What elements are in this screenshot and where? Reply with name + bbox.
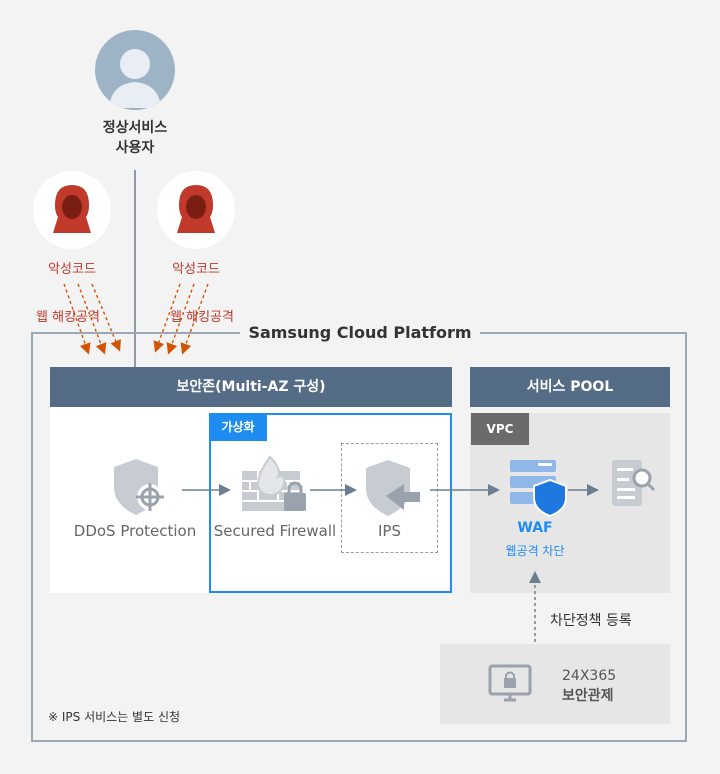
footnote: ※ IPS 서비스는 별도 신청 bbox=[48, 710, 181, 724]
attack-line bbox=[166, 283, 195, 355]
service-pool-header: 서비스 POOL bbox=[470, 367, 670, 407]
web-hacking-label: 웹 해킹공격 bbox=[170, 310, 234, 325]
platform-title: Samsung Cloud Platform bbox=[240, 320, 480, 346]
service-search-icon bbox=[606, 458, 656, 512]
attack-line bbox=[180, 283, 209, 355]
firewall-label: Secured Firewall bbox=[213, 522, 337, 540]
ips-label: IPS bbox=[378, 522, 401, 540]
waf-sub-label: 웹공격 차단 bbox=[505, 544, 565, 558]
waf-icon bbox=[508, 458, 568, 518]
attacker-avatar bbox=[33, 171, 111, 249]
monitoring-box bbox=[440, 644, 670, 724]
user-label-line2: 사용자 bbox=[115, 140, 155, 156]
waf-label: WAF bbox=[517, 520, 553, 536]
ddos-shield-icon bbox=[104, 455, 168, 519]
attacker-avatar bbox=[157, 171, 235, 249]
policy-label: 차단정책 등록 bbox=[550, 613, 632, 629]
monitoring-label-line2: 보안관제 bbox=[562, 688, 614, 704]
ips-dashed-box bbox=[341, 443, 438, 553]
hacker-icon bbox=[53, 185, 91, 233]
ips-shield-icon bbox=[360, 456, 424, 520]
hacker-icon bbox=[177, 185, 215, 233]
ddos-label: DDoS Protection bbox=[73, 522, 197, 540]
security-zone-header: 보안존(Multi-AZ 구성) bbox=[50, 367, 452, 407]
firewall-icon bbox=[240, 455, 314, 521]
web-hacking-label: 웹 해킹공격 bbox=[36, 310, 100, 325]
attack-line bbox=[63, 283, 91, 355]
user-label: 정상서비스 사용자 bbox=[75, 118, 195, 158]
monitoring-label: 24X365 보안관제 bbox=[562, 666, 616, 706]
monitor-lock-icon bbox=[488, 664, 532, 704]
attack-line bbox=[77, 283, 107, 355]
vpc-tag: VPC bbox=[471, 413, 529, 445]
monitoring-label-line1: 24X365 bbox=[562, 668, 617, 684]
virtualization-tag: 가상화 bbox=[209, 413, 267, 441]
person-icon bbox=[109, 49, 161, 108]
user-label-line1: 정상서비스 bbox=[102, 120, 168, 136]
malware-label: 악성코드 bbox=[48, 262, 96, 277]
malware-label: 악성코드 bbox=[172, 262, 220, 277]
user-avatar bbox=[95, 30, 175, 110]
